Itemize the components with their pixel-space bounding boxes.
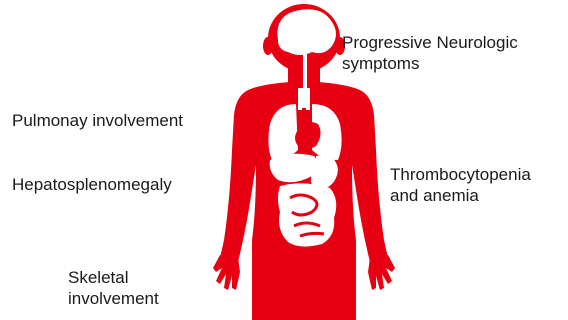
left-ear [263,37,273,55]
label-line: and anemia [390,185,531,206]
label-line: Thrombocytopenia [390,164,531,185]
label-line: involvement [68,288,159,309]
label-pulmonary-involvement: Pulmonay involvement [12,110,183,131]
label-line: Pulmonay involvement [12,110,183,131]
label-hepatosplenomegaly: Hepatosplenomegaly [12,174,172,195]
label-line: Skeletal [68,267,159,288]
label-line: Hepatosplenomegaly [12,174,172,195]
esophagus [302,108,306,128]
label-line: Progressive Neurologic [342,32,518,53]
spinal-cord [303,50,307,94]
label-skeletal-involvement: Skeletal involvement [68,267,159,309]
label-thrombocytopenia-anemia: Thrombocytopenia and anemia [390,164,531,206]
label-line: symptoms [342,53,518,74]
left-hand [213,255,240,290]
right-hand [368,255,395,290]
trachea [298,88,310,110]
label-neurologic-symptoms: Progressive Neurologic symptoms [342,32,518,74]
